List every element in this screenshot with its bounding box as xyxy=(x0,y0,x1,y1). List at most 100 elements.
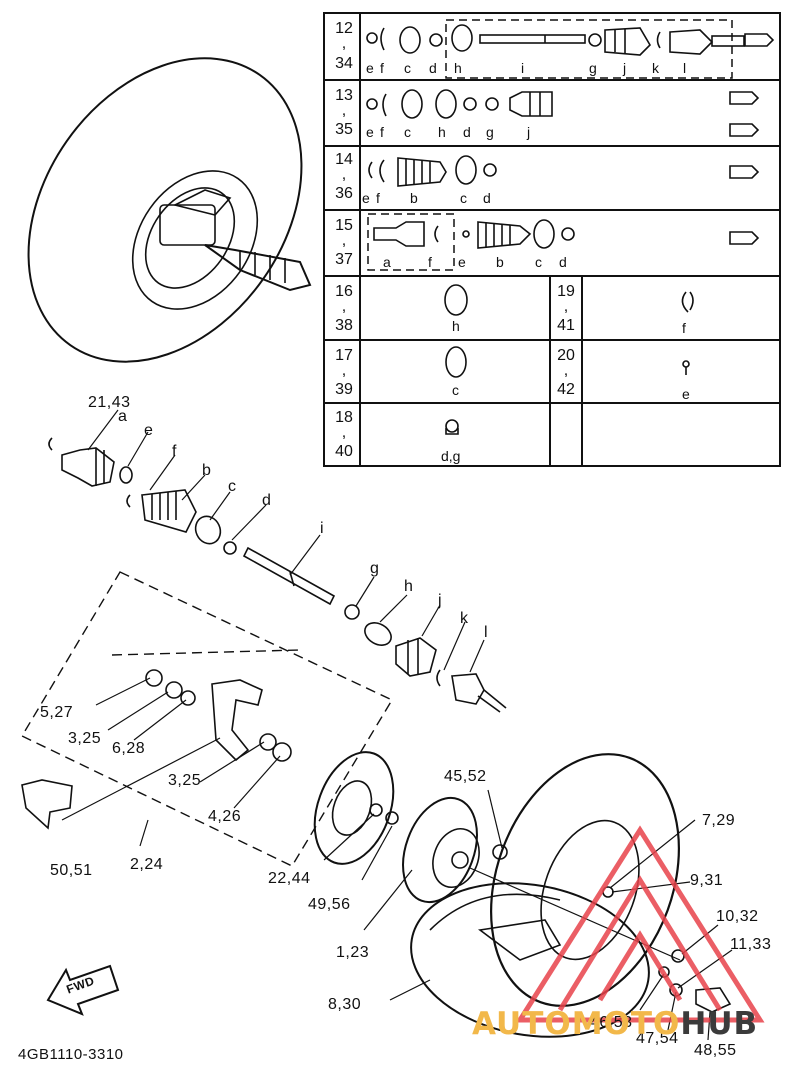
cell-num-top: 19 xyxy=(557,283,575,300)
part-letter: g xyxy=(589,60,597,76)
row-num-bot: 36 xyxy=(335,185,353,202)
callout-label: 3,25 xyxy=(68,730,102,747)
part-letter: j xyxy=(527,124,531,140)
callout-label: 7,29 xyxy=(702,812,736,829)
callout-label: g xyxy=(370,560,380,577)
callout-label: d xyxy=(262,492,272,509)
part-letter: b xyxy=(496,254,504,270)
part-letter: h xyxy=(454,60,462,76)
row-num-mid: , xyxy=(341,232,347,249)
callout-label: 47,54 xyxy=(636,1030,679,1047)
callout-label: 3,25 xyxy=(168,772,202,789)
cell-num-top: 16 xyxy=(335,283,353,300)
part-letter: f xyxy=(376,190,380,206)
part-code: 4GB1110-3310 xyxy=(18,1046,124,1063)
row-num-mid: , xyxy=(341,35,347,52)
part-letter: d xyxy=(463,124,471,140)
callout-label: 46,53 xyxy=(590,1014,633,1031)
row-num-top: 14 xyxy=(335,151,353,168)
callout-label: k xyxy=(460,610,469,627)
part-letter: b xyxy=(410,190,418,206)
part-letter: e xyxy=(366,124,374,140)
part-letter: h xyxy=(438,124,446,140)
part-letter: e xyxy=(682,386,690,402)
brake-disc-hub xyxy=(313,751,508,904)
part-letter: d xyxy=(483,190,491,206)
table-row-12-sketches xyxy=(366,24,775,56)
part-letter: e xyxy=(366,60,374,76)
callout-label: j xyxy=(438,592,443,609)
part-letter: d xyxy=(559,254,567,270)
cell-num-top: 17 xyxy=(335,347,353,364)
row-num-top: 12 xyxy=(335,20,353,37)
callout-label: c xyxy=(228,478,237,495)
cell-num-bot: 42 xyxy=(557,381,575,398)
row-num-top: 13 xyxy=(335,87,353,104)
callout-label: 48,55 xyxy=(694,1042,737,1059)
part-letter: d,g xyxy=(441,448,461,464)
callout-label: i xyxy=(320,520,325,537)
callout-label: 8,30 xyxy=(328,996,362,1013)
callout-label: 6,28 xyxy=(112,740,146,757)
part-letter: f xyxy=(682,320,686,336)
overview-wheel xyxy=(27,57,312,363)
part-letter: f xyxy=(380,60,384,76)
callout-label: e xyxy=(144,422,154,439)
part-letter: e xyxy=(362,190,370,206)
part-letter: d xyxy=(429,60,437,76)
callout-label: f xyxy=(172,443,177,460)
watermark-text-2: HUB xyxy=(680,1006,759,1042)
part-letter: a xyxy=(383,254,391,270)
callout-label: 1,23 xyxy=(336,944,370,961)
table-row-14-sketches xyxy=(368,155,760,187)
part-letter: g xyxy=(486,124,494,140)
callout-label: 21,43 xyxy=(88,394,131,411)
cell-num-bot: 39 xyxy=(335,381,353,398)
part-letter: i xyxy=(521,60,525,76)
row-num-bot: 35 xyxy=(335,121,353,138)
part-letter: k xyxy=(652,60,659,76)
row-num-mid: , xyxy=(341,166,347,183)
part-letter: h xyxy=(452,318,460,334)
row-num-top: 15 xyxy=(335,217,353,234)
knuckle-group xyxy=(21,571,393,867)
callout-label: a xyxy=(118,408,128,425)
cell-num-top: 18 xyxy=(335,409,353,426)
part-letter: c xyxy=(452,382,459,398)
callout-label: 4,26 xyxy=(208,808,242,825)
part-letter: c xyxy=(460,190,467,206)
callout-label: 22,44 xyxy=(268,870,311,887)
cell-num-bot: 41 xyxy=(557,317,575,334)
callout-label: 2,24 xyxy=(130,856,164,873)
callout-label: 10,32 xyxy=(716,908,759,925)
part-letter: f xyxy=(380,124,384,140)
watermark-triangle-icon xyxy=(515,825,765,1023)
row-num-bot: 34 xyxy=(335,55,353,72)
callout-label: 49,56 xyxy=(308,896,351,913)
row-num-bot: 37 xyxy=(335,251,353,268)
callout-label: 45,52 xyxy=(444,768,487,785)
part-letter: e xyxy=(458,254,466,270)
cell-num-bot: 38 xyxy=(335,317,353,334)
row-num-mid: , xyxy=(341,102,347,119)
watermark-logo: AUTOMOTOHUB xyxy=(472,1006,758,1042)
parts-table-grid xyxy=(323,12,781,467)
part-letter: c xyxy=(535,254,542,270)
part-letter: c xyxy=(404,60,411,76)
cell-num-top: 20 xyxy=(557,347,575,364)
callout-label: 11,33 xyxy=(730,936,772,953)
callout-label: h xyxy=(404,578,414,595)
table-row-13-sketches xyxy=(366,89,760,137)
callout-label: 5,27 xyxy=(40,704,74,721)
callout-label: l xyxy=(484,624,489,641)
callout-label: 50,51 xyxy=(50,862,93,879)
cv-joint-assembly xyxy=(48,437,507,713)
part-letter: f xyxy=(428,254,432,270)
watermark-text-1: AUTOMOTO xyxy=(472,1006,681,1042)
fwd-arrow-icon xyxy=(46,964,120,1016)
callout-label: 9,31 xyxy=(690,872,724,889)
table-row-15-sketches xyxy=(373,219,760,249)
callout-label: b xyxy=(202,462,212,479)
